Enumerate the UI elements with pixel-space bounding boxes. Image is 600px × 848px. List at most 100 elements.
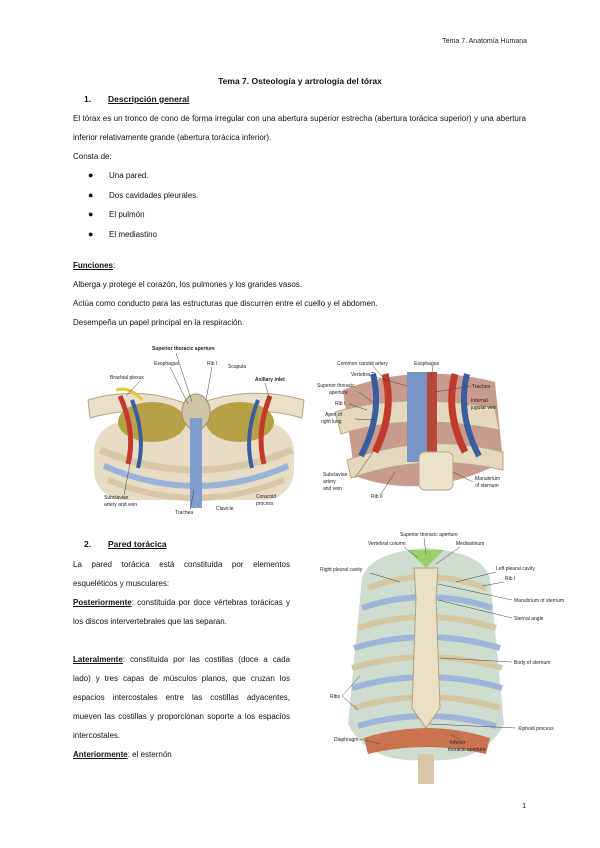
funcion-item: Alberga y protege el corazón, los pulmon… [73, 280, 303, 289]
figure-superior-aperture: Superior thoracic aperture Esophagus Rib… [87, 346, 305, 516]
fig2-label-manubrium-2: of sternum [475, 483, 499, 489]
fig3-label-rib1: Rib I [505, 576, 515, 582]
list-item: ●El pulmón [73, 205, 198, 225]
fig1-label-brachial-plexus: Brachial plexus [110, 375, 144, 381]
trachea-shape-2 [407, 372, 427, 462]
list-item: ●Una pared. [73, 166, 198, 186]
fig1-label-subclavian-2: artery and vein [104, 502, 137, 508]
jugular-right-shape [460, 373, 482, 458]
section-2-heading: 2. Pared torácica [84, 539, 167, 549]
section-2-number: 2. [84, 539, 92, 549]
section-1-heading: 1. Descripción general [84, 94, 189, 104]
lateral-label: Lateralmente [73, 655, 123, 664]
left-vein [130, 399, 143, 469]
funciones-label: Funciones [73, 261, 114, 270]
figure-thoracic-cage: Superior thoracic aperture Vertebral col… [320, 532, 564, 784]
fig2-label-sup-aperture-2: aperture [329, 390, 348, 396]
section-1-label: Descripción general [108, 94, 190, 104]
fig3-label-inf-aperture: Inferior [450, 740, 466, 746]
fig2-label-common-carotid: Common carotid artery [337, 361, 388, 367]
esophagus-shape [427, 372, 437, 452]
funciones-heading: Funciones: [73, 256, 115, 275]
fig2-label-apex: Apex of [325, 412, 343, 418]
fig2-label-subclavian-3: and vein [323, 486, 342, 492]
fig2-label-internal-jugular: Internal [471, 398, 488, 404]
fig2-label-subclavian-2: artery [323, 479, 336, 485]
section-1-number: 1. [84, 94, 92, 104]
bullet-icon: ● [88, 209, 94, 219]
bullet-icon: ● [88, 189, 94, 200]
diaphragm-shape [364, 728, 490, 754]
list-item: ●El mediastino [73, 225, 198, 245]
fig2-label-internal-jugular-2: jugular vein [470, 405, 497, 411]
fig3-label-body-sternum: Body of sternum [514, 660, 550, 666]
fig2-label-rib2: Rib II [371, 494, 383, 500]
fig3-label-xiphoid: Xiphoid process [518, 726, 554, 732]
anterior-label: Anteriormente [73, 750, 128, 759]
manubrium-shape [418, 451, 454, 491]
fig3-label-sup-aperture: Superior thoracic aperture [400, 532, 458, 538]
anterior-text: : el esternón [127, 750, 172, 759]
fig3-label-inf-aperture-2: thoracic aperture [448, 747, 486, 753]
fig2-label-rib1: Rib I [335, 401, 345, 407]
fig3-label-mediastinum: Mediastinum [456, 541, 484, 547]
carotid-shape [371, 373, 392, 454]
fig1-label-superior-aperture: Superior thoracic aperture [152, 346, 215, 352]
fig1-label-subclavian: Subclavian [104, 495, 129, 501]
fig3-label-ribs: Ribs [330, 694, 341, 700]
fig1-label-esophagus: Esophagus [154, 361, 180, 367]
fig3-label-vertebral-column: Vertebral column [368, 541, 406, 547]
fig1-label-rib1: Rib I [207, 361, 217, 367]
funcion-item: Actúa como conducto para las estructuras… [73, 299, 378, 308]
lateral-text: : constituida por las costillas (doce a … [73, 655, 290, 740]
bullet-icon: ● [88, 170, 94, 180]
fig3-label-manubrium: Manubrium of sternum [514, 598, 564, 604]
fig2-label-subclavian: Subclavian [323, 472, 348, 478]
fig1-label-trachea: Trachea [175, 510, 193, 516]
components-list: ●Una pared. ●Dos cavidades pleurales. ●E… [73, 166, 198, 244]
fig2-label-trachea: Trachea [472, 384, 490, 390]
vertebral-column-base [418, 754, 434, 784]
posterior-text: : constituida por doce vértebras torácic… [73, 598, 290, 626]
list-item: ●Dos cavidades pleurales. [73, 186, 198, 206]
fig3-label-diaphragm: Diaphragm [334, 737, 358, 743]
funciones-colon: : [113, 261, 116, 270]
fig2-label-sup-aperture: Superior thoracic [317, 383, 355, 389]
fig1-label-axillary-inlet: Axillary inlet [255, 377, 285, 383]
fig2-label-manubrium: Manubrium [475, 476, 500, 482]
intro-paragraph: El tórax es un tronco de cono de forma i… [73, 114, 526, 142]
brachial-plexus-shape [115, 387, 144, 402]
fig1-label-clavicle: Clavicle [216, 506, 234, 512]
right-vein [247, 399, 260, 469]
mediastinum-shape [408, 550, 444, 568]
fig1-label-coracoid-2: process [256, 501, 274, 507]
posterior-paragraph: Posteriormente: constituida por doce vér… [73, 593, 290, 631]
trachea-shape [190, 418, 202, 508]
bullet-icon: ● [88, 228, 94, 239]
sternum-shape [411, 567, 441, 729]
funcion-item: Desempeña un papel principal en la respi… [73, 318, 245, 327]
right-lung-apex [206, 402, 274, 442]
figure-aperture-detail: Common carotid artery Esophagus Vertebra… [317, 361, 504, 500]
fig3-label-right-pleural: Right pleural cavity [320, 567, 363, 573]
document-title: Tema 7. Osteología y artrología del tóra… [218, 76, 382, 86]
consta-label: Consta de: [73, 152, 112, 161]
left-subclavian [117, 394, 134, 465]
fig2-label-apex-2: right lung [321, 419, 342, 425]
page-number: 1 [522, 803, 526, 810]
fig1-label-scapula: Scapula [228, 364, 246, 370]
right-subclavian [258, 395, 273, 465]
fig3-label-sternal-angle: Sternal angle [514, 616, 544, 622]
fig1-label-coracoid: Coracoid [256, 494, 276, 500]
fig3-label-left-pleural: Left pleural cavity [496, 566, 535, 572]
posterior-label: Posteriormente [73, 598, 132, 607]
pared-intro: La pared torácica está constituida por e… [73, 560, 290, 588]
page-header: Tema 7. Anatomía Humana [442, 38, 527, 45]
anterior-paragraph: Anteriormente: el esternón [73, 745, 172, 764]
jugular-left-shape [358, 373, 380, 458]
carotid-right-shape [448, 373, 469, 454]
lateral-paragraph: Lateralmente: constituida por las costil… [73, 650, 290, 745]
fig2-label-vertebra: Vertebra TI [351, 372, 376, 378]
fig2-label-esophagus: Esophagus [414, 361, 440, 367]
section-2-label: Pared torácica [108, 539, 167, 549]
